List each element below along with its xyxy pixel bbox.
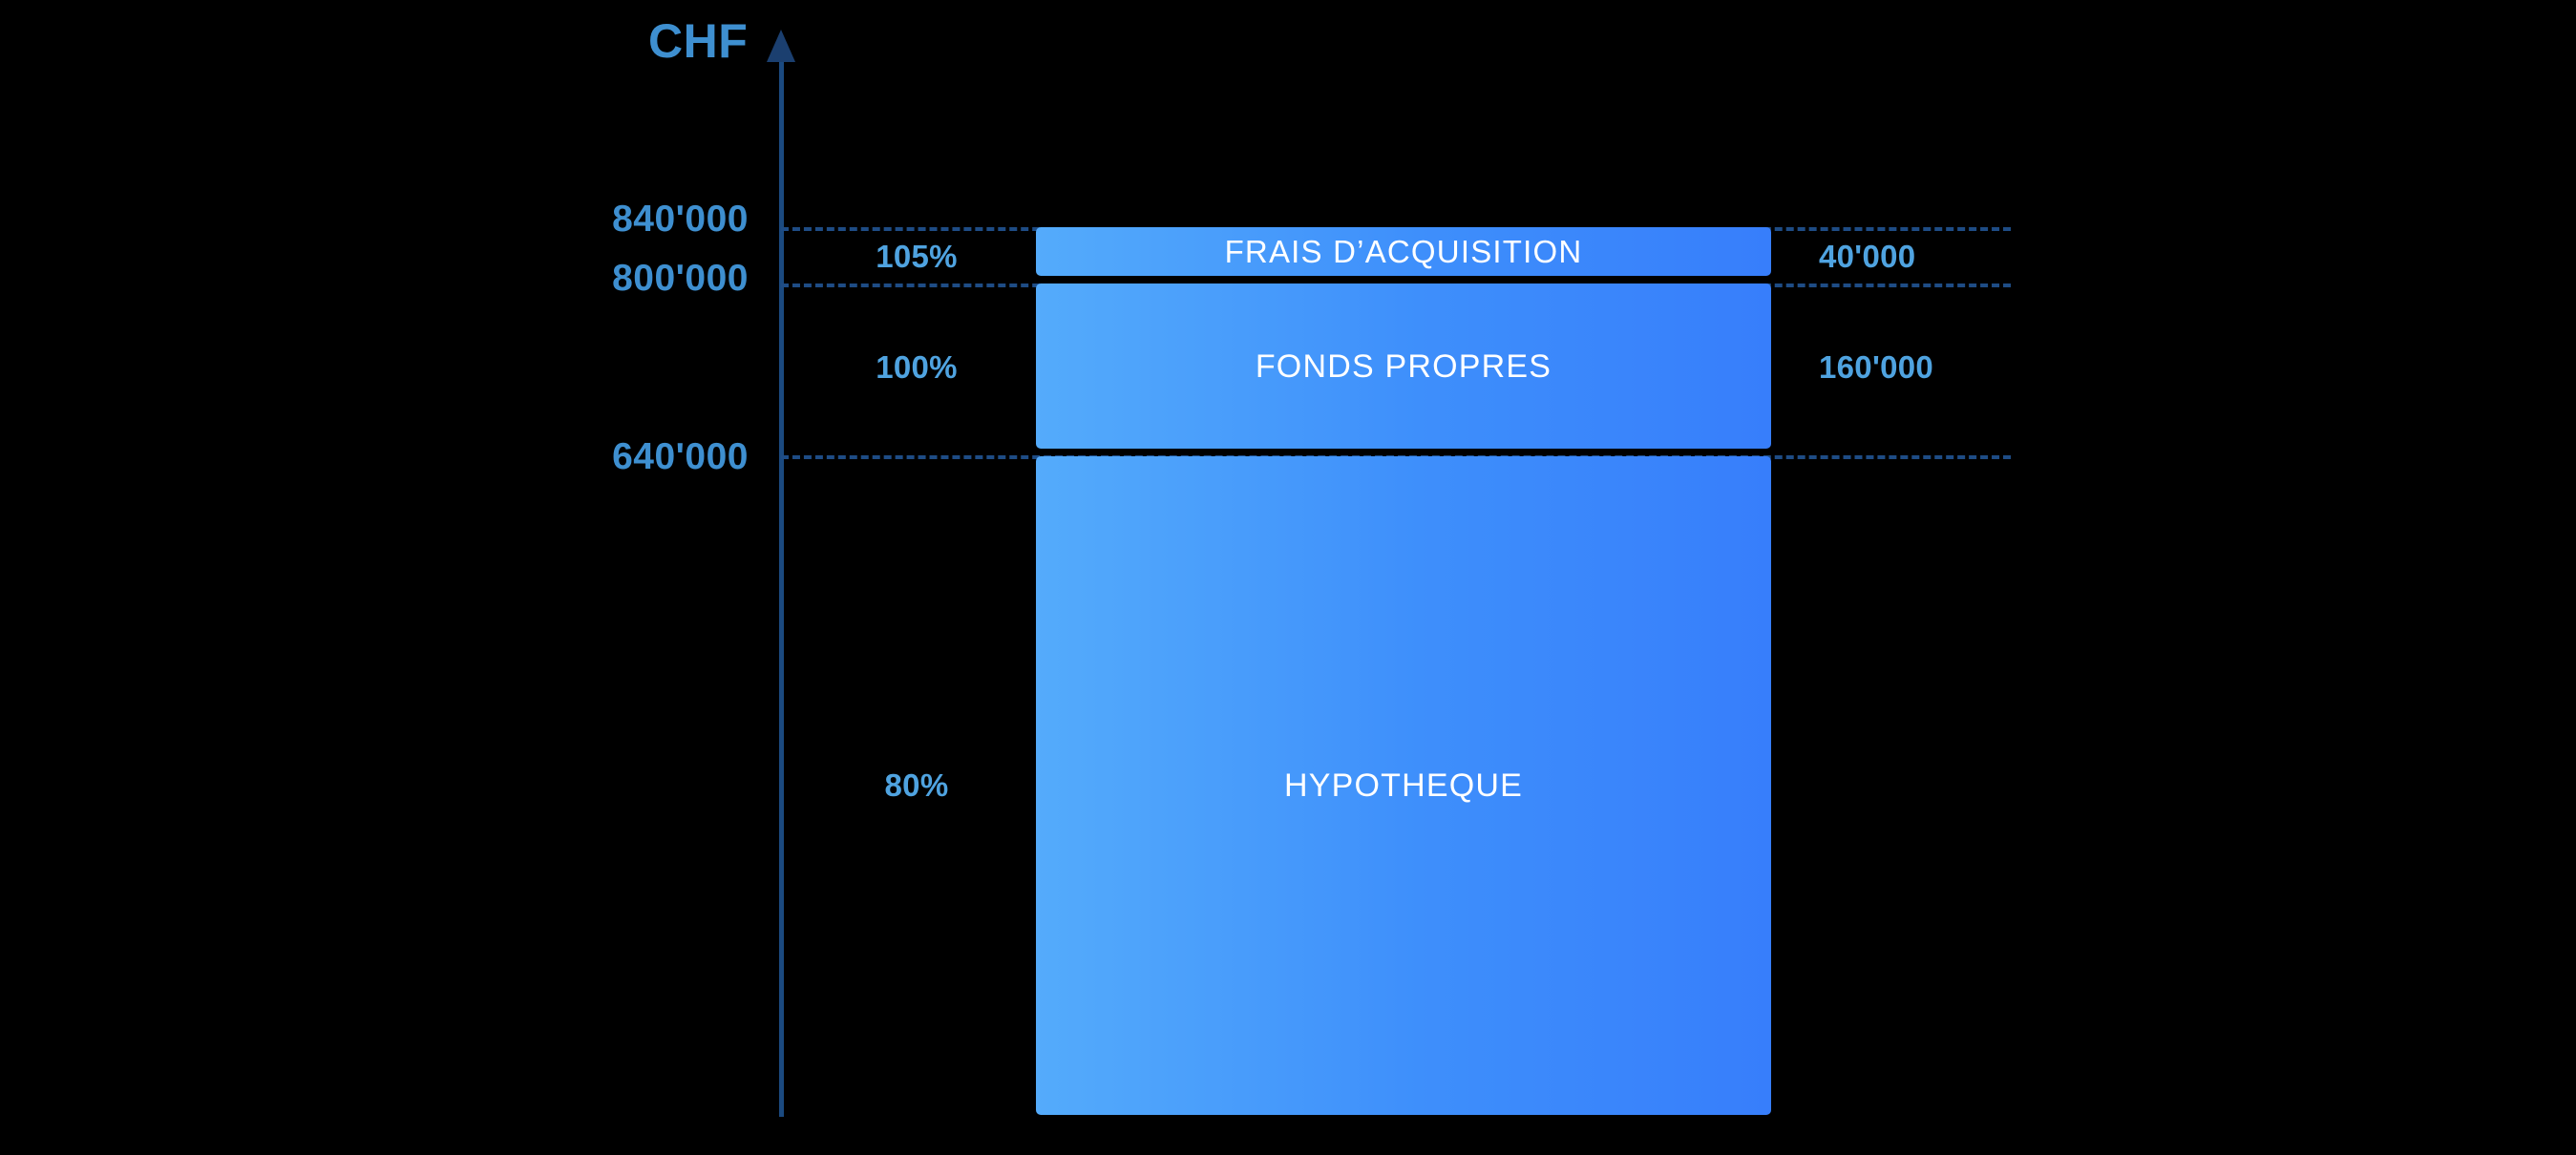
bar-segment-label-hypotheque: HYPOTHEQUE — [1283, 767, 1524, 804]
percent-label-hypotheque: 80% — [884, 767, 949, 803]
bar-segment-label-frais-acquisition: FRAIS D’ACQUISITION — [1224, 234, 1583, 269]
bar-segment-hypotheque[interactable]: HYPOTHEQUE — [1036, 456, 1771, 1115]
bar-segment-fonds-propres[interactable]: FONDS PROPRES — [1036, 284, 1771, 449]
stacked-bar: FRAIS D’ACQUISITION FONDS PROPRES HYPOTH… — [1036, 227, 1771, 1115]
bar-segment-frais-acquisition[interactable]: FRAIS D’ACQUISITION — [1036, 227, 1771, 276]
bar-segment-label-fonds-propres: FONDS PROPRES — [1255, 347, 1552, 385]
y-tick-label-640000: 640'000 — [612, 436, 749, 477]
y-tick-label-800000: 800'000 — [612, 258, 749, 299]
value-label-frais-acquisition: 40'000 — [1819, 239, 1916, 274]
percent-label-fonds-propres: 100% — [876, 349, 958, 385]
y-axis-arrow-icon — [767, 30, 795, 62]
y-axis-line — [779, 59, 784, 1117]
y-axis-unit-label: CHF — [648, 14, 749, 68]
value-label-fonds-propres: 160'000 — [1819, 349, 1934, 385]
percent-label-frais-acquisition: 105% — [876, 239, 958, 274]
y-tick-label-840000: 840'000 — [612, 199, 749, 240]
